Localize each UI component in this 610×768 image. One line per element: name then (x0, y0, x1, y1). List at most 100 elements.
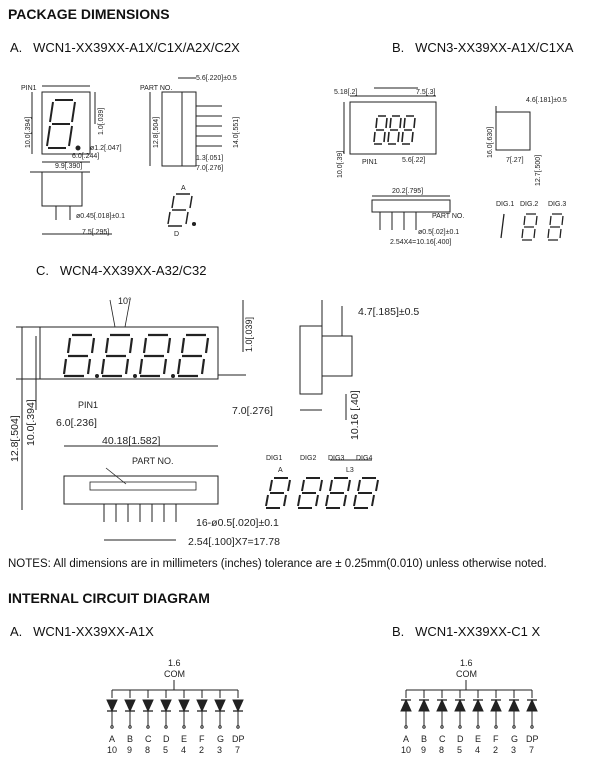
c-part-no: PART NO. (132, 456, 174, 466)
drawing-c: 10° 1.0[.039] PIN1 6.0[.236] 12.8[.504] … (9, 296, 419, 548)
c-dim-1-0: 1.0[.039] (244, 317, 254, 352)
c-pins (103, 504, 177, 522)
c-dim-7: 7.0[.276] (232, 405, 273, 417)
section-c-title: C. WCN4-XX39XX-A32/C32 (36, 263, 207, 278)
c-pin1: PIN1 (78, 400, 98, 410)
schematic-a-pin-label: 9 (127, 745, 132, 755)
b-dim-5-18: 5.18[.2] (334, 89, 357, 96)
a-dim-pin: ø0.45[.018]±0.1 (76, 213, 125, 220)
schematic-a-pin-label: 2 (199, 745, 204, 755)
schematic-a-diode-a (106, 690, 118, 729)
a-pin1-label: PIN1 (21, 85, 37, 92)
a-dim-5-6: 5.6[.220]±0.5 (196, 75, 237, 82)
schematic-a-diode-dp (232, 690, 244, 729)
c-digit-1: DIG1 (266, 455, 282, 462)
schematic-b-pin-label: 2 (493, 745, 498, 755)
a-dim-9-9: 9.9[.390] (55, 163, 82, 170)
drawing-b: 5.18[.2] 7.5[.3] 10.0[.39] PIN1 5.6[.22]… (334, 87, 567, 246)
schematic-b-diode-b (418, 690, 430, 729)
section-b-letter: B. (392, 40, 405, 55)
schematic-a-segment-label: A (109, 734, 115, 744)
c-digit-4: DIG4 (356, 455, 372, 462)
b-digit-1: DIG.1 (496, 201, 514, 208)
schematic-b-segment-label: D (457, 734, 464, 744)
section-c-letter: C. (36, 263, 49, 278)
drawing-a: PIN1 10.0[.394] 1.0[.039] ø1.2[.047] 6.0… (21, 75, 240, 238)
schematic-a-segment-label: D (163, 734, 170, 744)
c-dim-10: 10.0[.394] (25, 399, 37, 446)
schematic-a-segment-label: DP (232, 734, 245, 744)
schematic-b-segment-label: G (511, 734, 518, 744)
b-digit-3: DIG.3 (548, 201, 566, 208)
digits-b-glyph (373, 115, 416, 145)
schematic-a-diode-e (178, 690, 190, 729)
schematic-a-pin-label: 3 (217, 745, 222, 755)
b-dim-7-5: 7.5[.3] (416, 89, 436, 96)
schematic-b-pin-label: 7 (529, 745, 534, 755)
schematic-b-com-label: COM (456, 669, 477, 679)
b-dim-pitch: 2.54X4=10.16[.400] (390, 239, 451, 246)
schematic-a-diode-d (160, 690, 172, 729)
schematic-a-diode-g (214, 690, 226, 729)
circuit-b-title: B. WCN1-XX39XX-C1 X (392, 624, 540, 639)
schematic-b-pin-label: 4 (475, 745, 480, 755)
schematic-b-diode-dp (526, 690, 538, 729)
b-part-no: PART NO. (432, 213, 464, 220)
b-dim-20-2: 20.2[.795] (392, 188, 423, 195)
schematic-a-segment-label: E (181, 734, 187, 744)
display-b-bottom (371, 199, 451, 213)
display-a-front (41, 91, 91, 155)
display-a-bottom (41, 171, 83, 207)
schematic-a-segment-label: F (199, 734, 205, 744)
schematic-a-diode-c (142, 690, 154, 729)
c-digit-3: DIG3 (328, 455, 344, 462)
schematic-a-pin-label: 10 (107, 745, 117, 755)
schematic-b-diode-e (472, 690, 484, 729)
schematic-b-pin-label: 10 (401, 745, 411, 755)
schematic-a-pin-label: 7 (235, 745, 240, 755)
diodes-a (106, 690, 244, 729)
c-segment-a-label: A (278, 467, 283, 474)
package-dimensions-heading: PACKAGE DIMENSIONS (8, 6, 170, 22)
a-dim-14: 14.0[.551] (233, 117, 240, 148)
b-digit-2: DIG.2 (520, 201, 538, 208)
section-b-model: WCN3-XX39XX-A1X/C1XA (415, 40, 574, 55)
c-dim-12-8: 12.8[.504] (9, 415, 21, 462)
c-dim-pitch: 2.54[.100]X7=17.78 (188, 536, 280, 548)
schematic-a-pin-label: 8 (145, 745, 150, 755)
display-c-front (39, 326, 219, 380)
b-dim-pin: ø0.5[.02]±0.1 (418, 229, 459, 236)
schematic-b-segment-label: B (421, 734, 427, 744)
c-dim-6-0: 6.0[.236] (56, 417, 97, 429)
schematic-b-pin-label: 9 (421, 745, 426, 755)
circuit-b-model: WCN1-XX39XX-C1 X (415, 624, 541, 639)
a-dim-6-0: 6.0[.244] (72, 153, 99, 160)
schematic-b-segment-label: E (475, 734, 481, 744)
a-part-no: PART NO. (140, 85, 172, 92)
a-dim-7: 7.0[.276] (196, 165, 223, 172)
a-dim-1-0: 1.0[.039] (98, 108, 105, 135)
schematic-a-pin-label: 4 (181, 745, 186, 755)
c-digit-maps (265, 477, 379, 509)
schematic-b-diode-c (436, 690, 448, 729)
a-dim-diam12: ø1.2[.047] (90, 145, 122, 152)
schematic-a-diode-f (196, 690, 208, 729)
notes-text: NOTES: All dimensions are in millimeters… (8, 558, 547, 570)
a-dim-12-8: 12.8[.504] (153, 117, 160, 148)
a-dim-1-3: 1.3[.051] (196, 155, 223, 162)
schematic-b-diode-f (490, 690, 502, 729)
b-pin1-label: PIN1 (362, 159, 378, 166)
segment-map-a-label-a: A (181, 185, 186, 192)
schematic-b-segment-label: DP (526, 734, 539, 744)
schematic-a-diode-b (124, 690, 136, 729)
schematic-b-pin-label: 8 (439, 745, 444, 755)
display-c-side (299, 325, 323, 395)
schematic-b-segment-label: F (493, 734, 499, 744)
circuit-a-model: WCN1-XX39XX-A1X (33, 624, 154, 639)
b-dim-7: 7[.27] (506, 157, 524, 164)
circuit-a-title: A. WCN1-XX39XX-A1X (10, 624, 154, 639)
schematic-b-pin-label: 3 (511, 745, 516, 755)
